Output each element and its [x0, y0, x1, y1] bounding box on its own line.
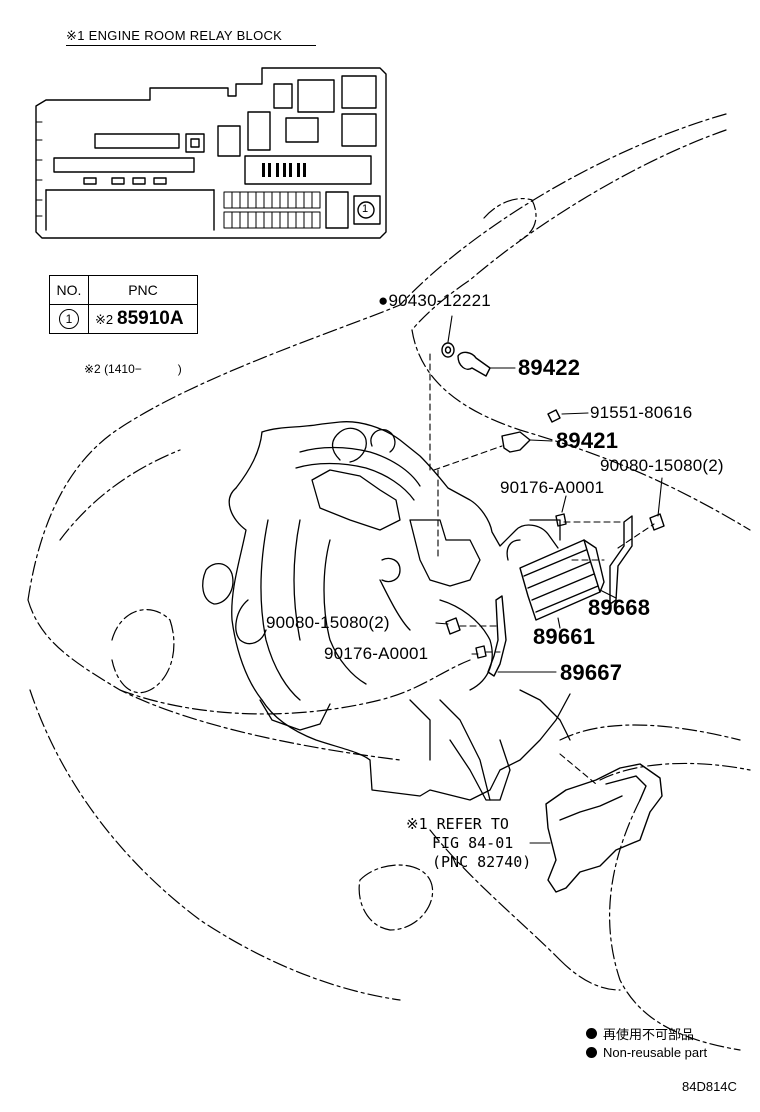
footnote: ※2 (1410− ) [84, 362, 182, 376]
non-reusable-dot-icon [586, 1047, 597, 1058]
refer-line-2: FIG 84-01 [432, 834, 514, 852]
relay-position-number: 1 [362, 203, 369, 215]
part-label-90176-A0001-left: 90176-A0001 [324, 644, 429, 663]
part-label-90080-15080-right: 90080-15080(2) [600, 456, 724, 475]
part-label-90176-A0001-right: 90176-A0001 [500, 478, 605, 497]
legend-jp: 再使用不可部品 [586, 1024, 694, 1043]
washer-drawing [441, 342, 455, 358]
legend-jp-text: 再使用不可部品 [603, 1027, 695, 1042]
table-header-pnc: PNC [88, 275, 198, 305]
part-label-89668: 89668 [588, 595, 651, 620]
part-label-91551-80616: 91551-80616 [590, 403, 693, 422]
legend-en-text: Non-reusable part [603, 1045, 708, 1060]
legend-en: Non-reusable part [586, 1045, 707, 1060]
table-row-mark: ※2 [95, 312, 114, 327]
part-label-89421: 89421 [556, 428, 619, 453]
bracket-right-drawing [609, 515, 633, 605]
part-label-89422: 89422 [518, 355, 581, 380]
fasteners-drawing [445, 409, 665, 659]
body-outline [27, 113, 751, 1051]
bracket-left-drawing [487, 595, 507, 677]
sensor-drawing [457, 351, 491, 377]
bracket-small-drawing [501, 431, 531, 453]
relay-block-title: ※1 ENGINE ROOM RELAY BLOCK [66, 28, 283, 43]
dashed-leaders [429, 353, 655, 785]
refer-line-3: (PNC 82740) [432, 853, 532, 871]
figure-code: 84D814C [682, 1079, 737, 1094]
pnc-table: NO. PNC 1 ※2 85910A [49, 275, 198, 334]
engine-block-drawing [202, 421, 571, 801]
part-label-89667: 89667 [560, 660, 623, 685]
ecu-drawing [519, 539, 605, 621]
non-reusable-dot-icon [586, 1028, 597, 1039]
refer-line-1: ※1 REFER TO [406, 815, 509, 833]
table-row-no-circle: 1 [59, 309, 79, 329]
table-header-no: NO. [49, 275, 89, 305]
relay-block-drawing [35, 67, 387, 239]
part-label-89661: 89661 [533, 624, 596, 649]
table-row-pnc: 85910A [117, 308, 184, 329]
title-underline [66, 45, 316, 46]
part-label-90080-15080-left: 90080-15080(2) [266, 613, 390, 632]
leader-lines [435, 315, 663, 844]
table-row-no: 1 [49, 304, 89, 334]
part-label-90430-12221: ●90430-12221 [378, 291, 491, 310]
table-row-pnc-cell: ※2 85910A [88, 304, 198, 334]
relay-bracket-drawing [545, 763, 663, 893]
